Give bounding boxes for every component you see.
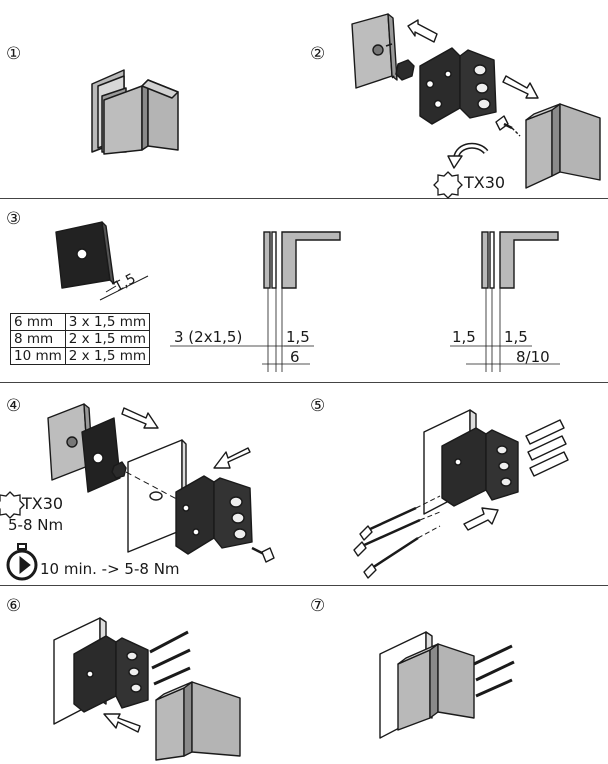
timer-label: 10 min. -> 5-8 Nm xyxy=(40,560,180,578)
separator-3 xyxy=(0,585,608,586)
separator-2 xyxy=(0,382,608,383)
step-4-tx30-label: TX30 xyxy=(22,494,64,513)
torx-icon xyxy=(433,171,463,199)
step-5-number: ⑤ xyxy=(310,396,326,416)
stopwatch-icon xyxy=(6,543,38,581)
step-3-number: ③ xyxy=(6,209,22,229)
step-1-number: ① xyxy=(6,44,22,64)
step-2-tx30-label: TX30 xyxy=(464,173,506,192)
left-pad-label: 1,5 xyxy=(286,328,310,346)
right-pad-b-label: 1,5 xyxy=(504,328,528,346)
step-2-number: ② xyxy=(310,44,326,64)
step-7-number: ⑦ xyxy=(310,596,326,616)
step-4-number: ④ xyxy=(6,396,22,416)
torque-label: 5-8 Nm xyxy=(8,516,64,534)
right-dimension-label: 8/10 xyxy=(516,348,550,366)
left-gap-label: 3 (2x1,5) xyxy=(174,328,243,346)
step-6-number: ⑥ xyxy=(6,596,22,616)
torx-icon xyxy=(0,491,25,519)
right-pad-a-label: 1,5 xyxy=(452,328,476,346)
separator-1 xyxy=(0,198,608,199)
left-dimension-label: 6 xyxy=(290,348,300,366)
